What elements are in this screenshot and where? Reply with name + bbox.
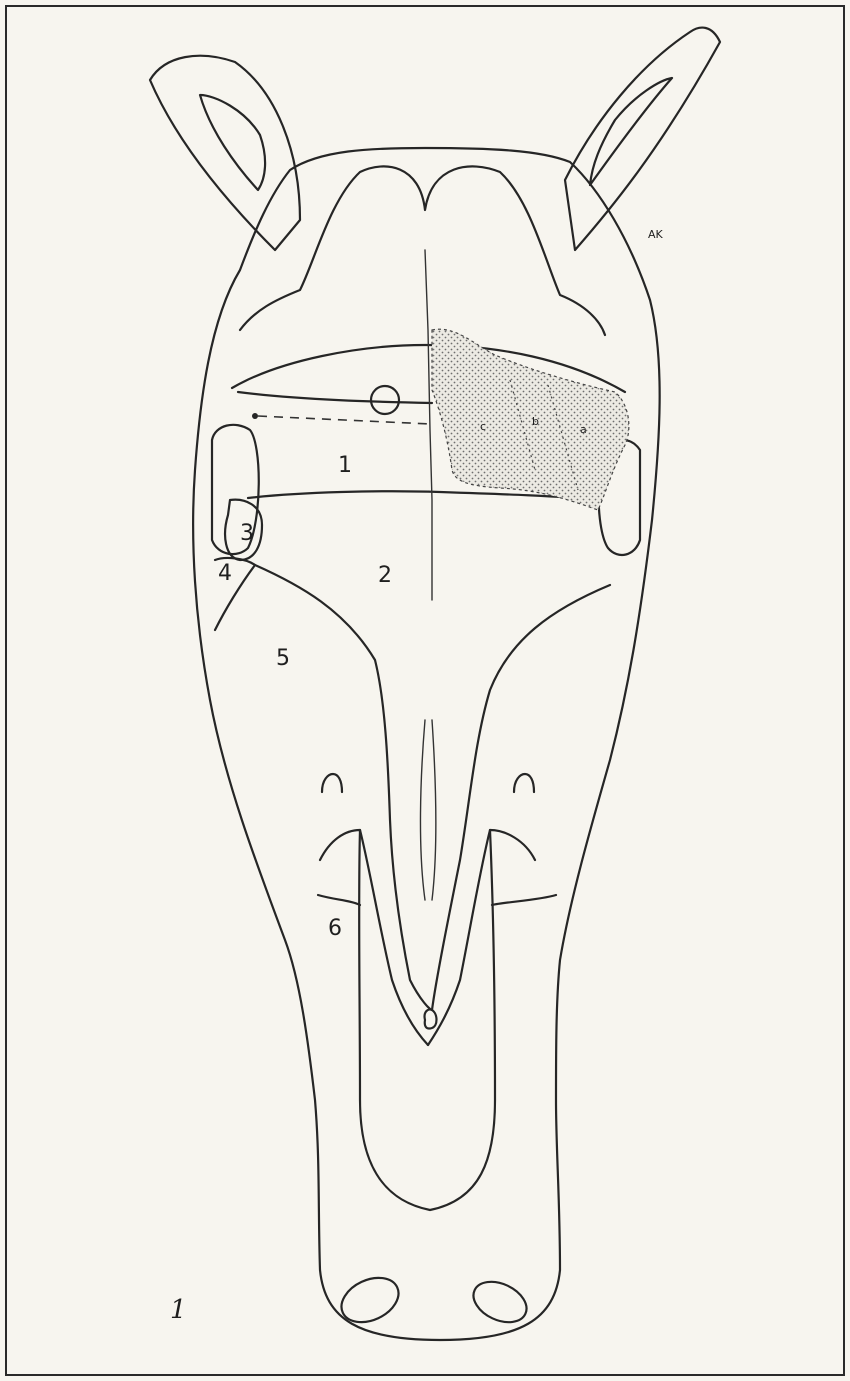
lesion-letter-c: c xyxy=(480,420,486,433)
region-label-4: 4 xyxy=(218,561,232,586)
right-ear-inner xyxy=(590,78,672,185)
lesion-letter-a: a xyxy=(580,423,587,436)
region-label-1: 1 xyxy=(338,453,352,478)
right-nostril xyxy=(467,1274,533,1330)
region-6-boundary-right xyxy=(492,895,556,905)
mouth-mark xyxy=(425,1009,437,1028)
nasal-bone xyxy=(255,565,610,1010)
head-outline xyxy=(193,148,660,1340)
region-label-2: 2 xyxy=(378,563,392,588)
region-label-5: 5 xyxy=(276,646,290,671)
region-1-top xyxy=(238,392,432,403)
left-ear xyxy=(150,56,300,250)
region-label-6: 6 xyxy=(328,916,342,941)
figure-frame xyxy=(6,6,844,1375)
nasal-tip-left xyxy=(420,720,425,900)
premaxilla-outline xyxy=(359,830,495,1210)
nasal-tip-right xyxy=(432,720,436,900)
lesion-letter-b: b xyxy=(532,415,539,428)
measure-point xyxy=(252,413,258,419)
foramen-circle xyxy=(371,386,399,414)
frontal-crest xyxy=(240,166,605,335)
right-ear xyxy=(565,28,720,250)
left-foramen-mark xyxy=(322,774,342,792)
figure-number: 1 xyxy=(170,1295,187,1325)
dashed-measure-line xyxy=(258,416,430,424)
region-label-3: 3 xyxy=(240,521,254,546)
region-6-boundary xyxy=(318,895,360,905)
right-foramen-mark xyxy=(514,774,534,792)
artist-signature: AK xyxy=(648,228,664,241)
midline xyxy=(425,250,432,600)
left-nostril xyxy=(334,1269,405,1331)
